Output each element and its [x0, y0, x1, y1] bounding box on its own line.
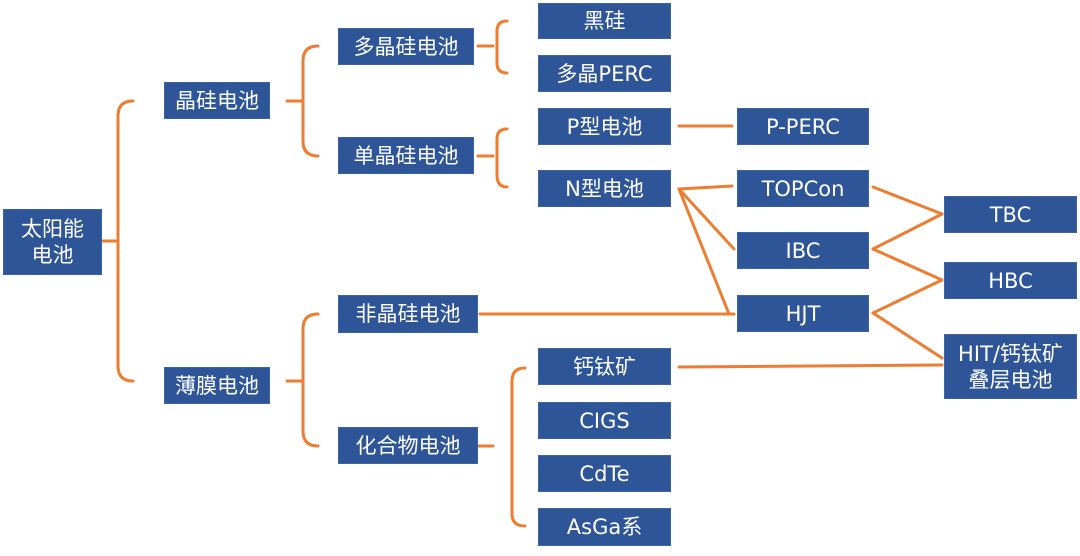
node-topcon: TOPCon — [737, 170, 869, 207]
node-compound: 化合物电池 — [338, 427, 478, 464]
node-multi-si: 多晶硅电池 — [338, 28, 474, 65]
connector-ntype-topcon — [677, 184, 734, 191]
connector-ibc-hbc — [871, 247, 944, 282]
connector-hjt-hit — [871, 311, 944, 360]
node-cigs: CIGS — [538, 402, 671, 439]
node-black-si: 黑硅 — [538, 3, 671, 39]
node-p-type: P型电池 — [538, 108, 671, 145]
node-tbc: TBC — [944, 196, 1077, 233]
connector-ibc-tbc — [871, 212, 944, 251]
connector-topcon-tbc — [871, 185, 944, 216]
node-solar-cell-line2: 电池 — [31, 243, 74, 267]
connector-crystal-bracket — [285, 44, 320, 158]
connector-root-bracket — [101, 99, 135, 383]
node-perovskite: 钙钛矿 — [538, 348, 671, 385]
node-cdte: CdTe — [538, 455, 671, 492]
node-multi-perc: 多晶PERC — [538, 55, 671, 92]
connector-compound-bracket — [476, 366, 527, 528]
connector-ntype-ibc — [677, 187, 736, 251]
node-thin-film: 薄膜电池 — [164, 367, 270, 404]
connector-mono-bracket — [476, 127, 509, 189]
node-hit-line1: HIT/钙钛矿 — [958, 341, 1063, 366]
node-hbc: HBC — [944, 262, 1077, 299]
node-asga: AsGa系 — [538, 508, 671, 546]
node-mono-si: 单晶硅电池 — [338, 137, 474, 174]
node-solar-cell: 太阳能 电池 — [3, 209, 102, 275]
node-p-perc: P-PERC — [737, 108, 869, 145]
node-hjt: HJT — [737, 295, 869, 332]
node-hit-perovskite-tandem: HIT/钙钛矿 叠层电池 — [944, 334, 1077, 399]
connector-perovskite-hit — [677, 363, 944, 369]
node-ibc: IBC — [737, 232, 869, 269]
connector-multi-bracket — [476, 19, 509, 75]
node-n-type: N型电池 — [538, 170, 671, 207]
connector-ntype-hjt — [677, 187, 731, 316]
node-amorphous-si: 非晶硅电池 — [338, 295, 478, 333]
node-hit-line2: 叠层电池 — [968, 367, 1053, 392]
connector-thinfilm-bracket — [285, 312, 320, 448]
connector-hjt-hbc — [871, 278, 944, 315]
node-crystalline-si: 晶硅电池 — [164, 82, 270, 119]
node-solar-cell-line1: 太阳能 — [21, 217, 84, 241]
